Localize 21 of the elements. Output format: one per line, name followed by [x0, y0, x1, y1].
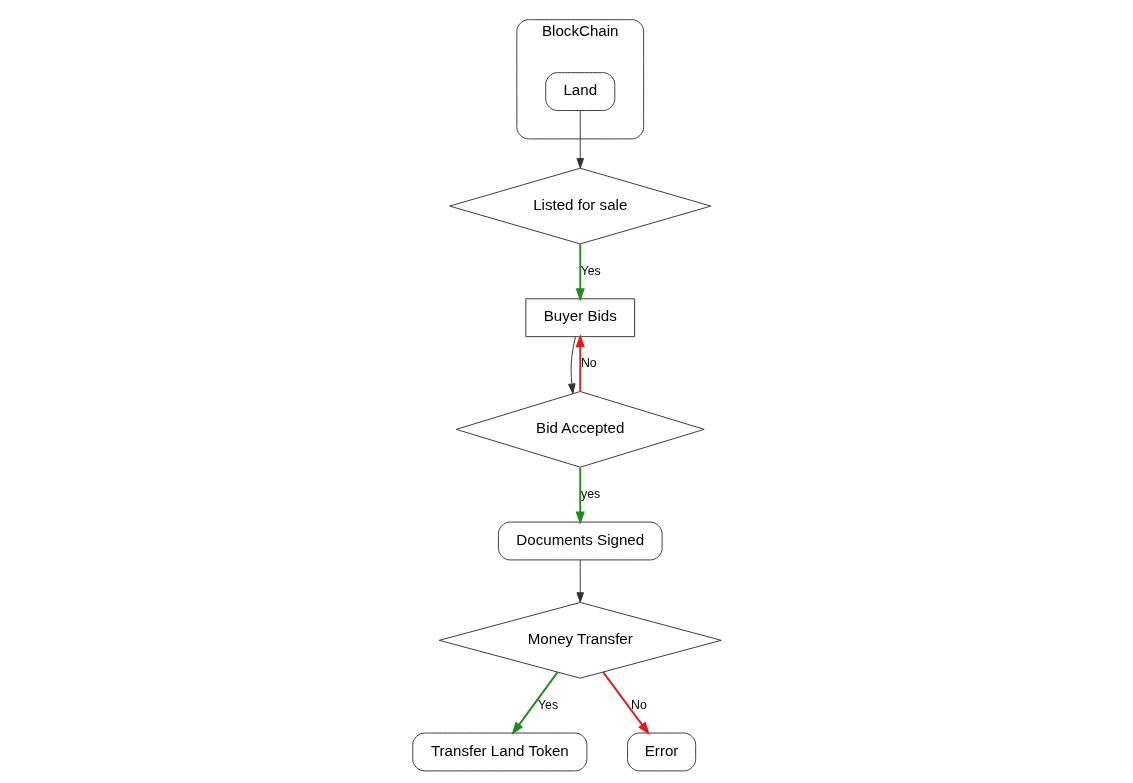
node-diamond: Bid Accepted: [455, 391, 705, 468]
edge-label: No: [580, 356, 597, 371]
node-diamond: Money Transfer: [438, 602, 722, 679]
arrow: [511, 671, 559, 736]
node-box: Documents Signed: [497, 521, 663, 561]
arrow: [575, 333, 585, 393]
edge-label: yes: [580, 486, 600, 501]
node-box: Transfer Land Token: [411, 732, 587, 772]
edge-label: Yes: [537, 697, 558, 712]
arrow: [601, 671, 650, 736]
node-box: Error: [626, 732, 696, 772]
arrow: [575, 243, 585, 302]
node-box: Land: [544, 72, 615, 111]
arrow: [575, 110, 584, 169]
edge-label: Yes: [580, 263, 601, 278]
edge-label: No: [630, 697, 647, 712]
arrow: [567, 336, 576, 394]
arrow: [575, 466, 585, 525]
node-diamond: Listed for sale: [448, 167, 711, 245]
arrow: [575, 559, 584, 603]
node-box: Buyer Bids: [524, 298, 635, 338]
